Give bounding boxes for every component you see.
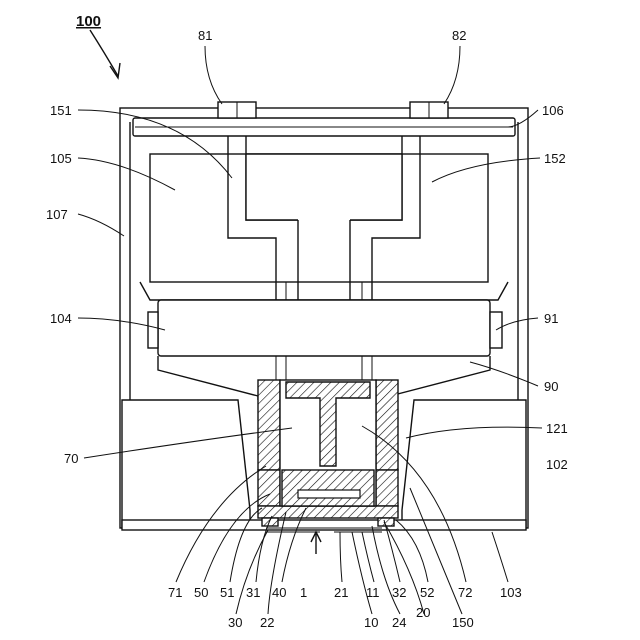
label-40: 40 [272, 585, 286, 600]
label-81: 81 [198, 28, 212, 43]
terminal-81 [218, 102, 256, 118]
label-90: 90 [544, 379, 558, 394]
label-70: 70 [64, 451, 78, 466]
label-50: 50 [194, 585, 208, 600]
label-21: 21 [334, 585, 348, 600]
label-104: 104 [50, 311, 72, 326]
label-11: 11 [366, 585, 380, 600]
label-105: 105 [50, 151, 72, 166]
label-71: 71 [168, 585, 182, 600]
label-106: 106 [542, 103, 564, 118]
label-52: 52 [420, 585, 434, 600]
label-103: 103 [500, 585, 522, 600]
label-24: 24 [392, 615, 406, 630]
label-30: 30 [228, 615, 242, 630]
piston-t [280, 380, 376, 506]
top-plate-106 [133, 118, 515, 136]
label-82: 82 [452, 28, 466, 43]
label-91: 91 [544, 311, 558, 326]
reference-arrow-100 [90, 30, 120, 78]
label-10: 10 [364, 615, 378, 630]
label-100: 100 [76, 13, 101, 30]
label-152: 152 [544, 151, 566, 166]
label-121: 121 [546, 421, 568, 436]
label-72: 72 [458, 585, 472, 600]
label-107: 107 [46, 207, 68, 222]
side-block-left [122, 400, 250, 528]
label-22: 22 [260, 615, 274, 630]
label-1: 1 [300, 585, 307, 600]
terminal-82 [410, 102, 448, 118]
label-150: 150 [452, 615, 474, 630]
label-32: 32 [392, 585, 406, 600]
arrow-1 [311, 532, 321, 554]
plate-104 [148, 300, 502, 356]
label-20: 20 [416, 605, 430, 620]
label-31: 31 [246, 585, 260, 600]
side-block-102 [402, 400, 526, 528]
label-102: 102 [546, 457, 568, 472]
label-51: 51 [220, 585, 234, 600]
rods [276, 356, 372, 380]
label-151: 151 [50, 103, 72, 118]
